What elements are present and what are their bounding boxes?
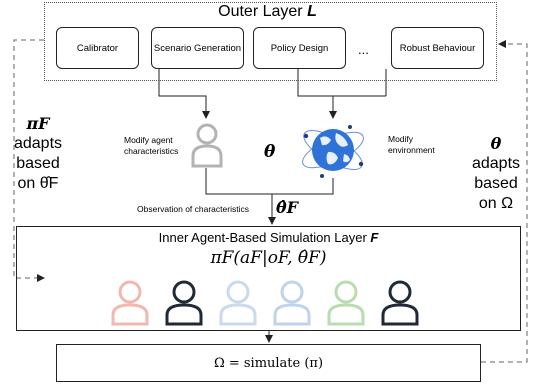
observation-label: Observation of characteristics — [137, 204, 249, 214]
agent-person-icon-6 — [381, 280, 419, 326]
simulate-box: Ω = simulate (π) — [56, 344, 481, 382]
right-annotation-symbol: θ — [490, 134, 502, 153]
arrow-policy-to-env — [297, 69, 337, 119]
line-agent-to-merge — [205, 168, 272, 195]
components-ellipsis: ... — [358, 42, 369, 57]
right-annotation-line2: based — [474, 175, 518, 192]
line-env-to-merge — [272, 178, 334, 195]
right-annotation-line1: adapts — [471, 155, 521, 172]
left-annotation-line1: adapts — [13, 135, 63, 152]
right-annotation-line3: on Ω — [478, 195, 514, 212]
dashed-left-loop — [13, 39, 45, 282]
agent-person-icon-2 — [165, 280, 203, 326]
simulate-label: Ω = simulate (π) — [213, 355, 324, 371]
outer-layer-box — [44, 2, 497, 81]
theta-symbol: θ — [264, 142, 276, 162]
left-annotation-line3: on θ̂F — [17, 175, 59, 192]
modify-agent-label: Modify agent characteristics — [124, 135, 179, 156]
policy-design-box: Policy Design — [253, 27, 346, 69]
modify-environment-label: Modify environment — [388, 134, 435, 155]
agent-person-icon-4 — [273, 280, 311, 326]
arrow-scenario-to-agent — [158, 69, 210, 119]
left-annotation: πF adapts based on θ̂F — [10, 114, 66, 194]
scenario-generation-box: Scenario Generation — [151, 27, 244, 69]
left-annotation-line2: based — [16, 155, 60, 172]
agent-person-icon-1 — [111, 280, 149, 326]
agent-person-icon — [191, 123, 223, 168]
globe-icon — [302, 125, 364, 178]
agent-person-icon-3 — [219, 280, 257, 326]
policy-formula: πF(aF|oF, θ̂F) — [210, 248, 327, 268]
outer-layer-title: Outer Layer L — [218, 3, 317, 20]
agent-person-icon-5 — [327, 280, 365, 326]
right-annotation: θ adapts based on Ω — [466, 134, 526, 214]
robust-behaviour-box: Robust Behaviour — [391, 27, 484, 69]
agents-svg — [111, 280, 419, 326]
agents-row — [110, 280, 430, 326]
inner-layer-title: Inner Agent-Based Simulation Layer F — [158, 230, 379, 245]
calibrator-box: Calibrator — [56, 27, 139, 69]
left-annotation-symbol: πF — [26, 114, 50, 133]
theta-hat-label: θ̂F — [276, 198, 299, 217]
dashed-right-loop — [481, 40, 528, 363]
inner-layer-box — [16, 226, 521, 331]
